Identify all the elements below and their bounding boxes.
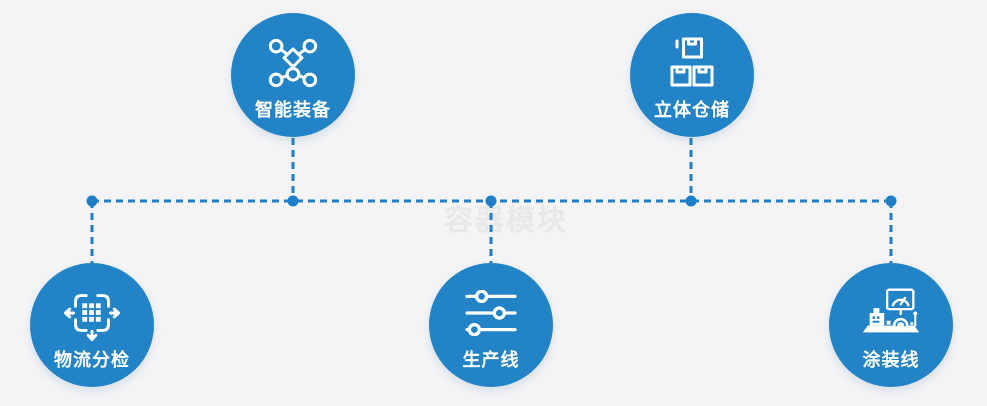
node-logistics-sorting[interactable]: 物流分检: [30, 263, 154, 387]
junction-dot: [86, 195, 98, 207]
control-console-icon: [858, 284, 924, 342]
node-painting-line[interactable]: 涂装线: [829, 263, 953, 387]
sliders-icon: [465, 284, 517, 342]
sorting-arrows-icon: [62, 284, 122, 342]
node-label: 智能装备: [255, 99, 331, 120]
node-stereoscopic-warehouse[interactable]: 立体仓储: [630, 13, 754, 137]
node-label: 生产线: [462, 349, 520, 370]
junction-dot: [885, 195, 897, 207]
junction-dot: [485, 195, 497, 207]
node-label: 立体仓储: [654, 99, 730, 120]
stacked-boxes-icon: [664, 34, 720, 92]
node-label: 物流分检: [54, 349, 130, 370]
node-smart-equipment[interactable]: 智能装备: [231, 13, 355, 137]
junction-dot: [685, 195, 697, 207]
node-label: 涂装线: [862, 349, 920, 370]
junction-dot: [287, 195, 299, 207]
watermark: 容器模块: [444, 205, 569, 237]
node-production-line[interactable]: 生产线: [429, 263, 553, 387]
network-nodes-icon: [263, 34, 323, 92]
